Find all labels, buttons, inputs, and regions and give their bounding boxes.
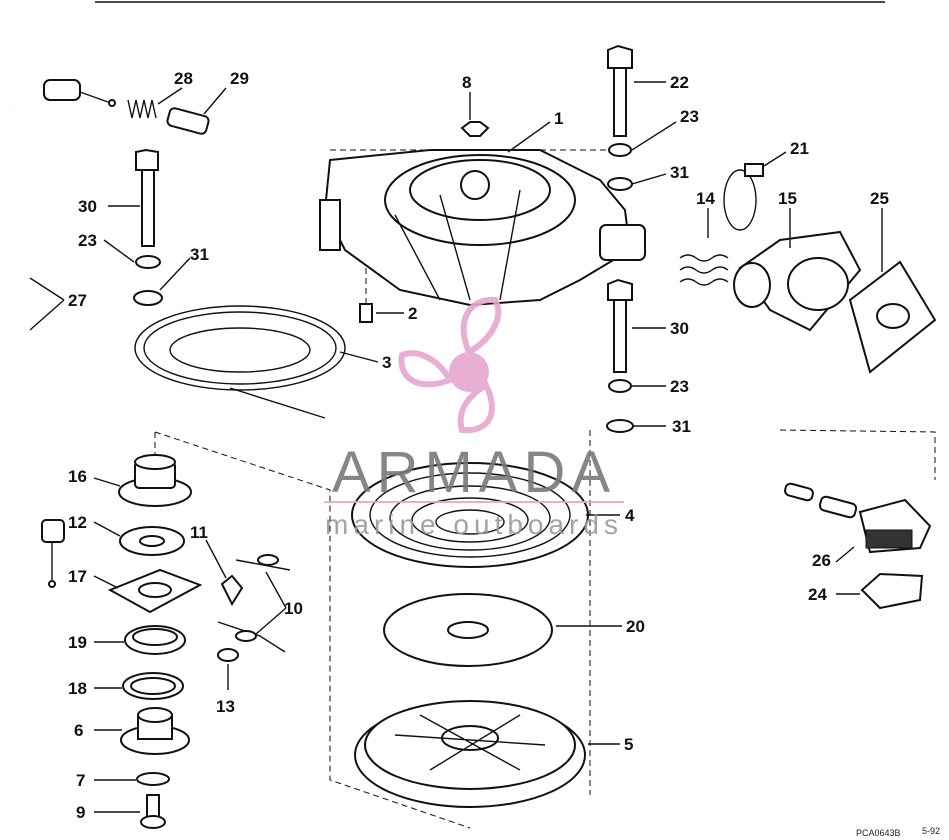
label-part-10: 10 [284,599,303,618]
bolt-30-left [133,148,163,306]
label-part-3: 3 [382,353,391,372]
leader-lines [29,81,883,813]
label-part-5: 5 [624,735,633,754]
insert-24 [860,572,924,610]
spring-14 [679,254,729,286]
handle-26 [784,482,932,554]
label-part-31-left: 31 [190,245,209,264]
label-part-31-top: 31 [670,163,689,182]
label-part-24: 24 [808,585,827,604]
label-part-23-left: 23 [78,231,97,250]
label-part-27: 27 [68,291,87,310]
label-part-16: 16 [68,467,87,486]
spring-clip-10 [217,554,291,653]
nut-8 [460,121,490,137]
label-part-29: 29 [230,69,249,88]
washer-13 [217,648,239,662]
bolt-30-right [606,278,634,433]
label-part-17: 17 [68,567,87,586]
seal-25 [848,260,937,374]
cup-16 [118,454,192,507]
plunger-29 [166,107,210,135]
rope-3 [134,305,346,419]
assembly-guides [154,429,936,829]
ring-19 [124,625,186,655]
page-number: 5-92 [922,826,940,836]
label-part-21: 21 [790,139,809,158]
label-part-12: 12 [68,513,87,532]
screw-2 [359,268,373,323]
washer-7 [136,772,170,786]
bolt-22 [607,44,633,191]
label-part-9: 9 [76,803,85,822]
label-part-6: 6 [74,721,83,740]
label-part-7: 7 [76,771,85,790]
label-part-31-right: 31 [672,417,691,436]
hub-6 [120,707,190,755]
ring-18 [122,672,184,700]
drawing-code: PCA0643B [856,828,901,838]
label-part-25: 25 [870,189,889,208]
label-part-23-top: 23 [680,107,699,126]
label-part-26: 26 [812,551,831,570]
label-part-30-right: 30 [670,319,689,338]
plate-20 [383,593,553,667]
clamp-21 [723,163,764,231]
part-labels: 1 2 3 4 5 6 7 8 9 10 11 12 13 14 15 16 1… [68,69,889,822]
screw-9 [140,794,166,829]
rewind-spring-4 [351,462,589,568]
label-part-8: 8 [462,73,471,92]
gasket-17 [107,568,203,614]
label-part-28: 28 [174,69,193,88]
pawl-11 [220,574,244,607]
label-part-13: 13 [216,697,235,716]
spring-28 [127,99,157,119]
starter-housing-1 [319,149,646,307]
watermark-subtitle: marine outboards [325,509,623,540]
propeller-logo-icon [398,296,502,434]
pulley-5 [354,700,586,808]
label-part-19: 19 [68,633,87,652]
label-part-15: 15 [778,189,797,208]
label-part-23-right: 23 [670,377,689,396]
armada-watermark: ARMADA marine outboards [324,296,624,540]
starter-cable-27 [8,76,116,588]
label-part-18: 18 [68,679,87,698]
boot-15 [733,230,862,332]
label-part-22: 22 [670,73,689,92]
label-part-2: 2 [408,304,417,323]
label-part-11: 11 [190,523,208,542]
label-part-20: 20 [626,617,645,636]
label-part-30-left: 30 [78,197,97,216]
label-part-4: 4 [625,506,635,525]
label-part-1: 1 [554,109,563,128]
washer-12 [119,526,185,556]
label-part-14: 14 [696,189,715,208]
watermark-title: ARMADA [332,440,616,505]
